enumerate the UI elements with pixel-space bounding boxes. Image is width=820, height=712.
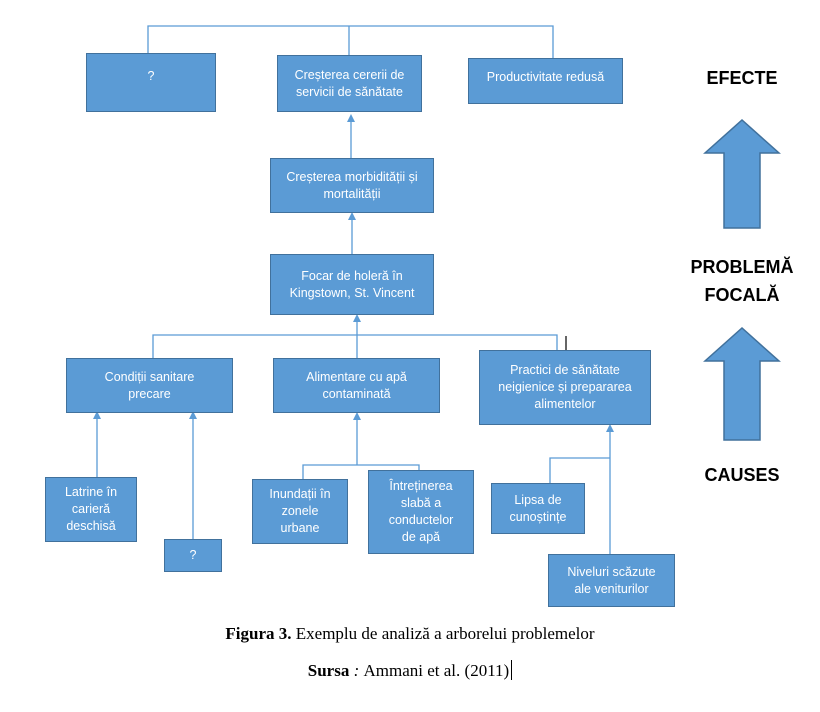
text-cursor xyxy=(511,660,513,680)
figure-label: Figura 3. xyxy=(225,624,292,643)
upward-arrow-focal xyxy=(703,326,781,441)
subcause-low-income-box: Niveluri scăzute ale veniturilor xyxy=(548,554,675,607)
cause-sanitation-box: Condiții sanitare precare xyxy=(66,358,233,413)
upward-arrow-effects xyxy=(703,118,781,229)
subcause-urban-floods-box: Inundații în zonele urbane xyxy=(252,479,348,544)
effects-side-label: EFECTE xyxy=(706,68,778,88)
effect-reduced-productivity-box: Productivitate redusă xyxy=(468,58,623,104)
focal-problem-side-label: PROBLEMĂ FOCALĂ xyxy=(690,257,794,305)
effect-unknown-box: ? xyxy=(86,53,216,112)
cause-hygiene-practices-box: Practici de sănătate neigienice și prepa… xyxy=(479,350,651,425)
source-label: Sursa xyxy=(307,661,350,680)
focal-problem-box: Focar de holeră în Kingstown, St. Vincen… xyxy=(270,254,434,315)
source-separator: : xyxy=(349,661,364,680)
effects-bracket xyxy=(147,25,554,58)
subcause-open-pit-latrine-box: Latrine în carieră deschisă xyxy=(45,477,137,542)
morbidity-mortality-box: Creșterea morbidității și mortalității xyxy=(270,158,434,213)
source-citation: Ammani et al. (2011) xyxy=(363,661,510,680)
water-subcause-bracket xyxy=(302,464,420,479)
subcause-unknown-box: ? xyxy=(164,539,222,572)
subcause-lack-of-knowledge-box: Lipsa de cunoștințe xyxy=(491,483,585,534)
connectors xyxy=(93,25,614,555)
effect-health-demand-box: Creșterea cererii de servicii de sănătat… xyxy=(277,55,422,112)
source-caption: Sursa : Ammani et al. (2011) xyxy=(0,660,820,681)
subcause-pipe-maintenance-box: Întreținerea slabă a conductelor de apă xyxy=(368,470,474,554)
figure-caption-text: Exemplu de analiză a arborelui problemel… xyxy=(291,624,595,643)
causes-side-label: CAUSES xyxy=(704,465,780,485)
figure-caption: Figura 3. Exemplu de analiză a arborelui… xyxy=(0,624,820,644)
hygiene-subcause-bracket xyxy=(549,457,610,483)
causes-bracket xyxy=(152,334,558,358)
cause-contaminated-water-box: Alimentare cu apă contaminată xyxy=(273,358,440,413)
